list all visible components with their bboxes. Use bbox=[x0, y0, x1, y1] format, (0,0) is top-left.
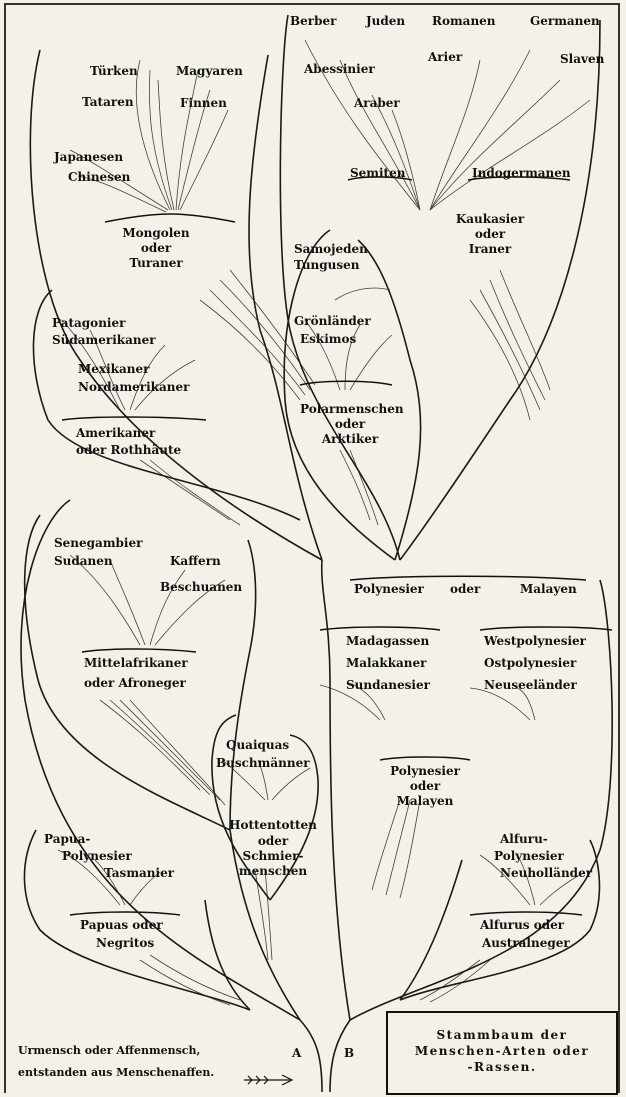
label-papua: Papua- bbox=[44, 832, 91, 846]
label-papuas-oder: Papuas oder bbox=[80, 918, 163, 932]
label-quaiquas: Quaiquas bbox=[226, 738, 290, 752]
label-japanesen: Japanesen bbox=[54, 150, 124, 164]
label-samojeden: Samojeden bbox=[294, 242, 368, 256]
title-box: Stammbaum der Menschen-Arten oder -Rasse… bbox=[386, 1011, 618, 1095]
label-menschen: menschen bbox=[238, 864, 308, 878]
label-chinesen: Chinesen bbox=[68, 170, 131, 184]
label-mongolen: Mongolen bbox=[122, 226, 190, 240]
label-araber: Araber bbox=[354, 96, 400, 110]
title-line-1: Stammbaum der bbox=[436, 1028, 568, 1042]
label-oder-pm: oder bbox=[450, 582, 481, 596]
label-nordamerikaner: Nordamerikaner bbox=[78, 380, 190, 394]
label-eskimos: Eskimos bbox=[300, 332, 357, 346]
label-beschuanen: Beschuanen bbox=[160, 580, 243, 594]
label-ostpolynesier: Ostpolynesier bbox=[484, 656, 577, 670]
label-kaffern: Kaffern bbox=[170, 554, 221, 568]
branch-letter-a: A bbox=[292, 1046, 302, 1060]
title-line-3: -Rassen. bbox=[467, 1060, 537, 1074]
label-patagonier: Patagonier bbox=[52, 316, 126, 330]
label-amerikaner: Amerikaner bbox=[76, 426, 156, 440]
label-madagassen: Madagassen bbox=[346, 634, 430, 648]
label-malakkaner: Malakkaner bbox=[346, 656, 427, 670]
label-oder-rothhaute: oder Rothhäute bbox=[76, 443, 182, 457]
label-semiten: Semiten bbox=[350, 166, 406, 180]
caption-line-2: entstanden aus Menschenaffen. bbox=[18, 1066, 215, 1079]
label-polynesier-1: Polynesier bbox=[354, 582, 424, 596]
label-neuhollander: Neuholländer bbox=[500, 866, 593, 880]
label-schmier: Schmier- bbox=[242, 849, 304, 863]
label-malayen-2: Malayen bbox=[396, 794, 454, 808]
caption-line-1: Urmensch oder Affenmensch, bbox=[18, 1044, 201, 1057]
label-buschmanner: Buschmänner bbox=[216, 756, 310, 770]
label-malayen-1: Malayen bbox=[520, 582, 577, 596]
label-negritos: Negritos bbox=[96, 936, 155, 950]
label-sudamerikaner: Südamerikaner bbox=[52, 333, 156, 347]
label-iraner: Iraner bbox=[468, 242, 512, 256]
title-line-2: Menschen-Arten oder bbox=[414, 1044, 590, 1058]
label-polarmenschen: Polarmenschen bbox=[300, 402, 404, 416]
label-hottentotten: Hottentotten bbox=[229, 818, 317, 832]
label-neuseelander: Neuseeländer bbox=[484, 678, 577, 692]
label-magyaren: Magyaren bbox=[176, 64, 243, 78]
label-abessinier: Abessinier bbox=[304, 62, 375, 76]
label-slaven: Slaven bbox=[560, 52, 605, 66]
label-finnen: Finnen bbox=[180, 96, 227, 110]
label-turken: Türken bbox=[90, 64, 138, 78]
label-polynesier-2: Polynesier bbox=[390, 764, 460, 778]
label-germanen: Germanen bbox=[530, 14, 600, 28]
label-oder-1: oder bbox=[140, 241, 172, 255]
label-australneger: Australneger bbox=[482, 936, 570, 950]
label-arktiker: Arktiker bbox=[321, 432, 379, 446]
label-alfurus-oder: Alfurus oder bbox=[480, 918, 565, 932]
label-turaner: Turaner bbox=[129, 256, 183, 270]
label-polynesier-4: Polynesier bbox=[494, 849, 564, 863]
label-kaukasier: Kaukasier bbox=[455, 212, 525, 226]
label-romanen: Romanen bbox=[432, 14, 496, 28]
label-berber: Berber bbox=[290, 14, 337, 28]
label-senegambier: Senegambier bbox=[54, 536, 143, 550]
label-westpolynesier: Westpolynesier bbox=[484, 634, 586, 648]
label-mexikaner: Mexikaner bbox=[78, 362, 150, 376]
label-oder-2: oder bbox=[474, 227, 506, 241]
label-polynesier-3: Polynesier bbox=[62, 849, 132, 863]
label-gronlander: Grönländer bbox=[294, 314, 371, 328]
label-tataren: Tataren bbox=[82, 95, 134, 109]
label-sudanen: Sudanen bbox=[54, 554, 113, 568]
label-oder-afroneger: oder Afroneger bbox=[84, 676, 186, 690]
label-arier: Arier bbox=[428, 50, 463, 64]
label-oder-5: oder bbox=[257, 834, 289, 848]
label-oder-4: oder bbox=[409, 779, 441, 793]
label-mittelafrikaner: Mittelafrikaner bbox=[84, 656, 188, 670]
label-alfuru: Alfuru- bbox=[500, 832, 548, 846]
label-tungusen: Tungusen bbox=[294, 258, 360, 272]
label-juden: Juden bbox=[366, 14, 406, 28]
label-oder-3: oder bbox=[334, 417, 366, 431]
page-frame bbox=[4, 3, 620, 1093]
label-sundanesier: Sundanesier bbox=[346, 678, 430, 692]
branch-letter-b: B bbox=[344, 1046, 355, 1060]
label-tasmanier: Tasmanier bbox=[104, 866, 175, 880]
label-indogermanen: Indogermanen bbox=[472, 166, 571, 180]
